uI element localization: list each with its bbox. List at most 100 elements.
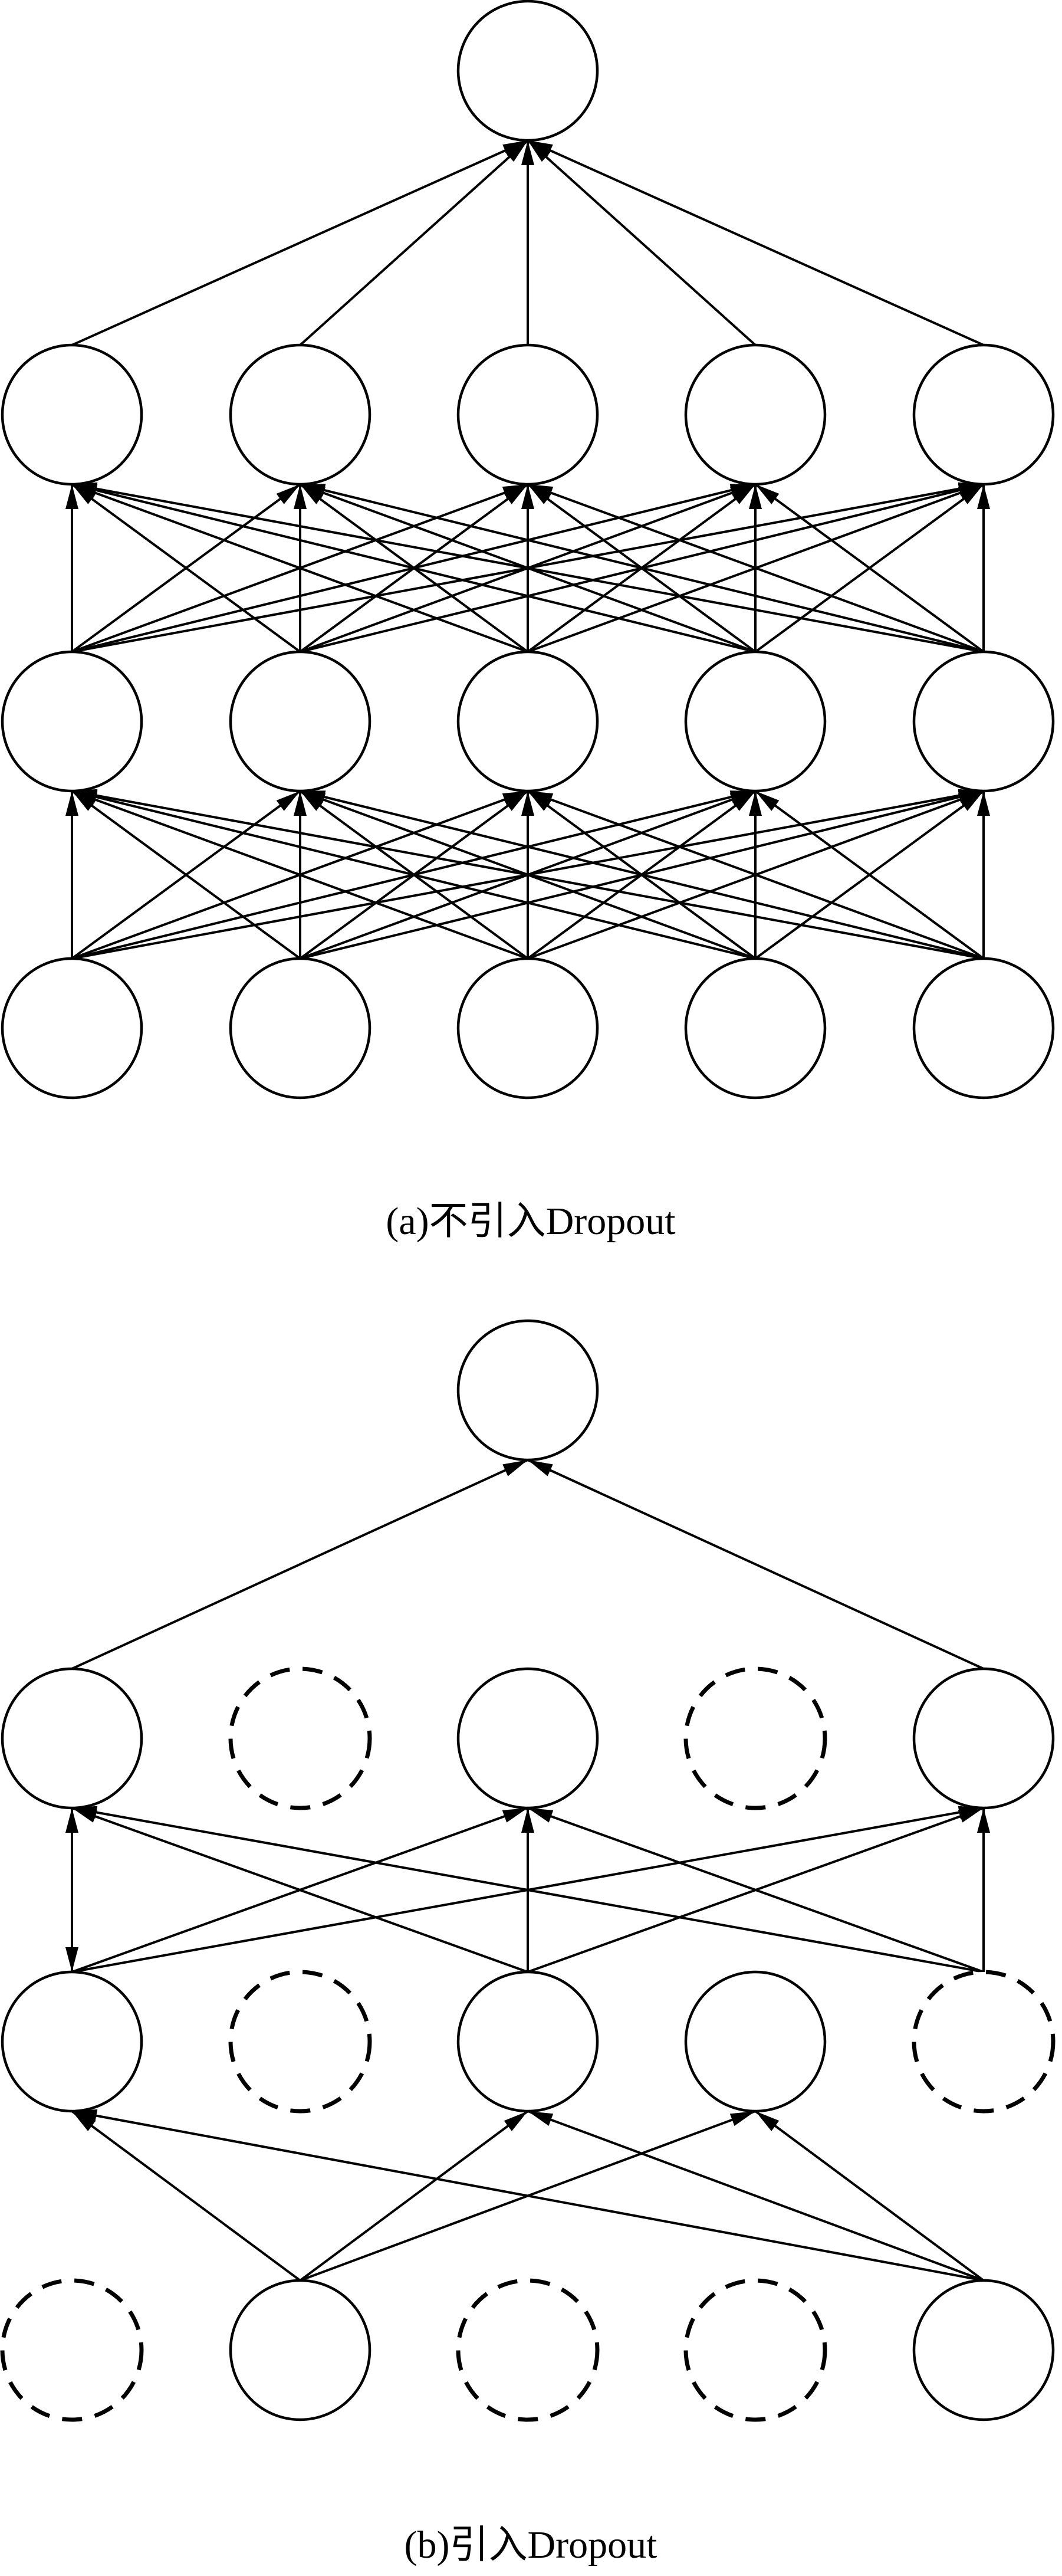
arrowhead-hidden-1-4-to-hidden-2-4 (977, 484, 990, 509)
arrowhead-input-4-to-hidden-1-2 (528, 2111, 554, 2126)
panel-b-with-dropout: (b)引入Dropout (0, 1319, 1056, 2567)
arrowhead-hidden-1-1-to-hidden-2-2 (504, 484, 528, 504)
arrowhead-input-1-to-hidden-1-0 (72, 791, 96, 811)
panel-b-nodes (0, 1319, 1056, 2422)
arrowhead-hidden-2-0-to-output-0 (502, 1460, 528, 1476)
hidden-2-node-0 (1, 343, 143, 486)
edge-input-1-to-hidden-1-0 (71, 2110, 301, 2282)
arrowhead-hidden-1-4-to-hidden-2-1 (300, 484, 326, 497)
arrowhead-input-4-to-hidden-1-0 (72, 789, 98, 802)
edge-input-4-to-hidden-1-2 (527, 2110, 984, 2282)
input-node-2 (456, 957, 599, 1100)
hidden-2-node-3-dropped (683, 1666, 827, 1810)
arrowhead-hidden-1-0-to-hidden-2-1 (276, 484, 300, 504)
input-node-4 (912, 957, 1055, 1100)
hidden-1-node-2 (456, 1970, 599, 2113)
input-node-0 (1, 957, 143, 1100)
edge-hidden-2-4-to-output-0 (527, 139, 984, 346)
edge-hidden-1-4-to-hidden-2-1 (300, 483, 984, 653)
arrowhead-hidden-1-4-to-hidden-2-3 (755, 484, 780, 504)
output-node-0 (456, 0, 599, 142)
arrowhead-hidden-1-0-to-hidden-2-0 (65, 1808, 78, 1833)
arrowhead-hidden-1-0-to-hidden-2-0 (65, 484, 78, 509)
arrowhead-input-1-to-hidden-1-2 (504, 2111, 528, 2131)
hidden-1-node-1-dropped (228, 1970, 372, 2114)
arrowhead-hidden-1-4-to-hidden-2-2 (528, 484, 554, 499)
arrowhead-hidden-2-2-to-output-0 (521, 140, 534, 165)
arrowhead-hidden-1-4-to-hidden-2-4 (977, 1808, 990, 1833)
arrowhead-input-0-to-hidden-1-1 (276, 791, 300, 811)
edge-hidden-1-2-to-hidden-2-0 (71, 483, 528, 653)
hidden-1-node-1 (229, 650, 371, 793)
hidden-2-node-2 (456, 1667, 599, 1810)
panel-b-edges (65, 1459, 990, 2282)
arrowhead-input-4-to-hidden-1-4 (977, 791, 990, 816)
edge-input-4-to-hidden-1-0 (71, 2110, 984, 2282)
input-node-3 (684, 957, 827, 1100)
arrowhead-hidden-1-2-to-hidden-2-4 (958, 1808, 984, 1823)
arrowhead-hidden-2-4-to-output-0 (528, 140, 553, 157)
edge-hidden-1-4-to-hidden-2-0 (71, 1807, 984, 1973)
arrowhead-reverse-hidden-2-0-to-hidden-1-0 (65, 1947, 78, 1972)
arrowhead-input-4-to-hidden-1-3 (755, 2111, 780, 2131)
arrowhead-input-3-to-hidden-1-2 (528, 791, 552, 811)
panel-a-without-dropout: (a)不引入Dropout (1, 0, 1055, 1243)
hidden-1-node-3 (684, 650, 827, 793)
panel-a-nodes (1, 0, 1055, 1100)
arrowhead-input-1-to-hidden-1-1 (294, 791, 307, 816)
arrowhead-input-3-to-hidden-1-4 (959, 791, 984, 811)
arrowhead-input-2-to-hidden-1-1 (300, 791, 324, 811)
arrowhead-input-4-to-hidden-1-2 (528, 791, 554, 806)
edge-hidden-1-4-to-hidden-2-2 (527, 1807, 984, 1973)
edge-hidden-2-3-to-output-0 (527, 139, 757, 346)
arrowhead-hidden-1-4-to-hidden-2-2 (528, 1808, 554, 1823)
input-node-2-dropped (456, 2278, 600, 2422)
edge-hidden-1-2-to-hidden-2-0 (71, 1807, 528, 1973)
hidden-2-node-4 (912, 1667, 1055, 1810)
arrowhead-hidden-1-3-to-hidden-2-4 (959, 484, 984, 504)
arrowhead-input-2-to-hidden-1-3 (731, 791, 755, 811)
hidden-1-node-4-dropped (912, 1970, 1056, 2114)
arrowhead-input-1-to-hidden-1-3 (729, 2111, 755, 2126)
hidden-2-node-1 (229, 343, 371, 486)
arrowhead-hidden-2-3-to-output-0 (528, 140, 551, 162)
panel-a-caption: (a)不引入Dropout (386, 1200, 675, 1243)
hidden-2-node-4 (912, 343, 1055, 486)
arrowhead-input-4-to-hidden-1-0 (72, 2109, 98, 2122)
arrowhead-input-4-to-hidden-1-3 (755, 791, 780, 811)
edge-input-1-to-hidden-1-0 (71, 790, 301, 960)
arrowhead-hidden-2-1-to-output-0 (505, 140, 528, 162)
edge-hidden-1-4-to-hidden-2-2 (527, 483, 984, 653)
input-node-1 (229, 957, 371, 1100)
arrowhead-input-3-to-hidden-1-3 (749, 791, 762, 816)
arrowhead-hidden-1-4-to-hidden-2-0 (72, 1806, 98, 1819)
hidden-1-node-0 (1, 650, 143, 793)
edge-hidden-2-0-to-output-0 (71, 139, 528, 346)
input-node-4 (912, 2279, 1055, 2421)
panel-a-edges (65, 139, 990, 960)
arrowhead-input-4-to-hidden-1-1 (300, 790, 326, 803)
edge-hidden-1-4-to-hidden-2-0 (71, 483, 984, 653)
panel-b-caption: (b)引入Dropout (405, 2524, 657, 2567)
input-node-0-dropped (0, 2278, 144, 2422)
edge-input-4-to-hidden-1-2 (527, 790, 984, 960)
edge-hidden-2-4-to-output-0 (527, 1459, 984, 1670)
edge-hidden-2-0-to-output-0 (71, 1459, 528, 1670)
edge-hidden-1-3-to-hidden-2-0 (71, 483, 756, 653)
arrowhead-input-2-to-hidden-1-2 (521, 791, 534, 816)
input-node-3-dropped (683, 2278, 827, 2422)
edge-input-4-to-hidden-1-0 (71, 790, 984, 960)
arrowhead-hidden-1-1-to-hidden-2-0 (72, 484, 96, 504)
input-node-1 (229, 2279, 371, 2421)
edge-input-2-to-hidden-1-0 (71, 790, 528, 960)
hidden-2-node-1-dropped (228, 1666, 372, 1810)
edge-input-4-to-hidden-1-3 (754, 2110, 985, 2282)
arrowhead-hidden-1-2-to-hidden-2-2 (521, 1808, 534, 1833)
arrowhead-hidden-1-4-to-hidden-2-0 (72, 482, 98, 495)
hidden-2-node-3 (684, 343, 827, 486)
edge-hidden-2-1-to-output-0 (299, 139, 529, 346)
arrowhead-hidden-1-3-to-hidden-2-3 (749, 484, 762, 509)
arrowhead-input-0-to-hidden-1-0 (65, 791, 78, 816)
arrowhead-hidden-2-4-to-output-0 (528, 1460, 553, 1476)
